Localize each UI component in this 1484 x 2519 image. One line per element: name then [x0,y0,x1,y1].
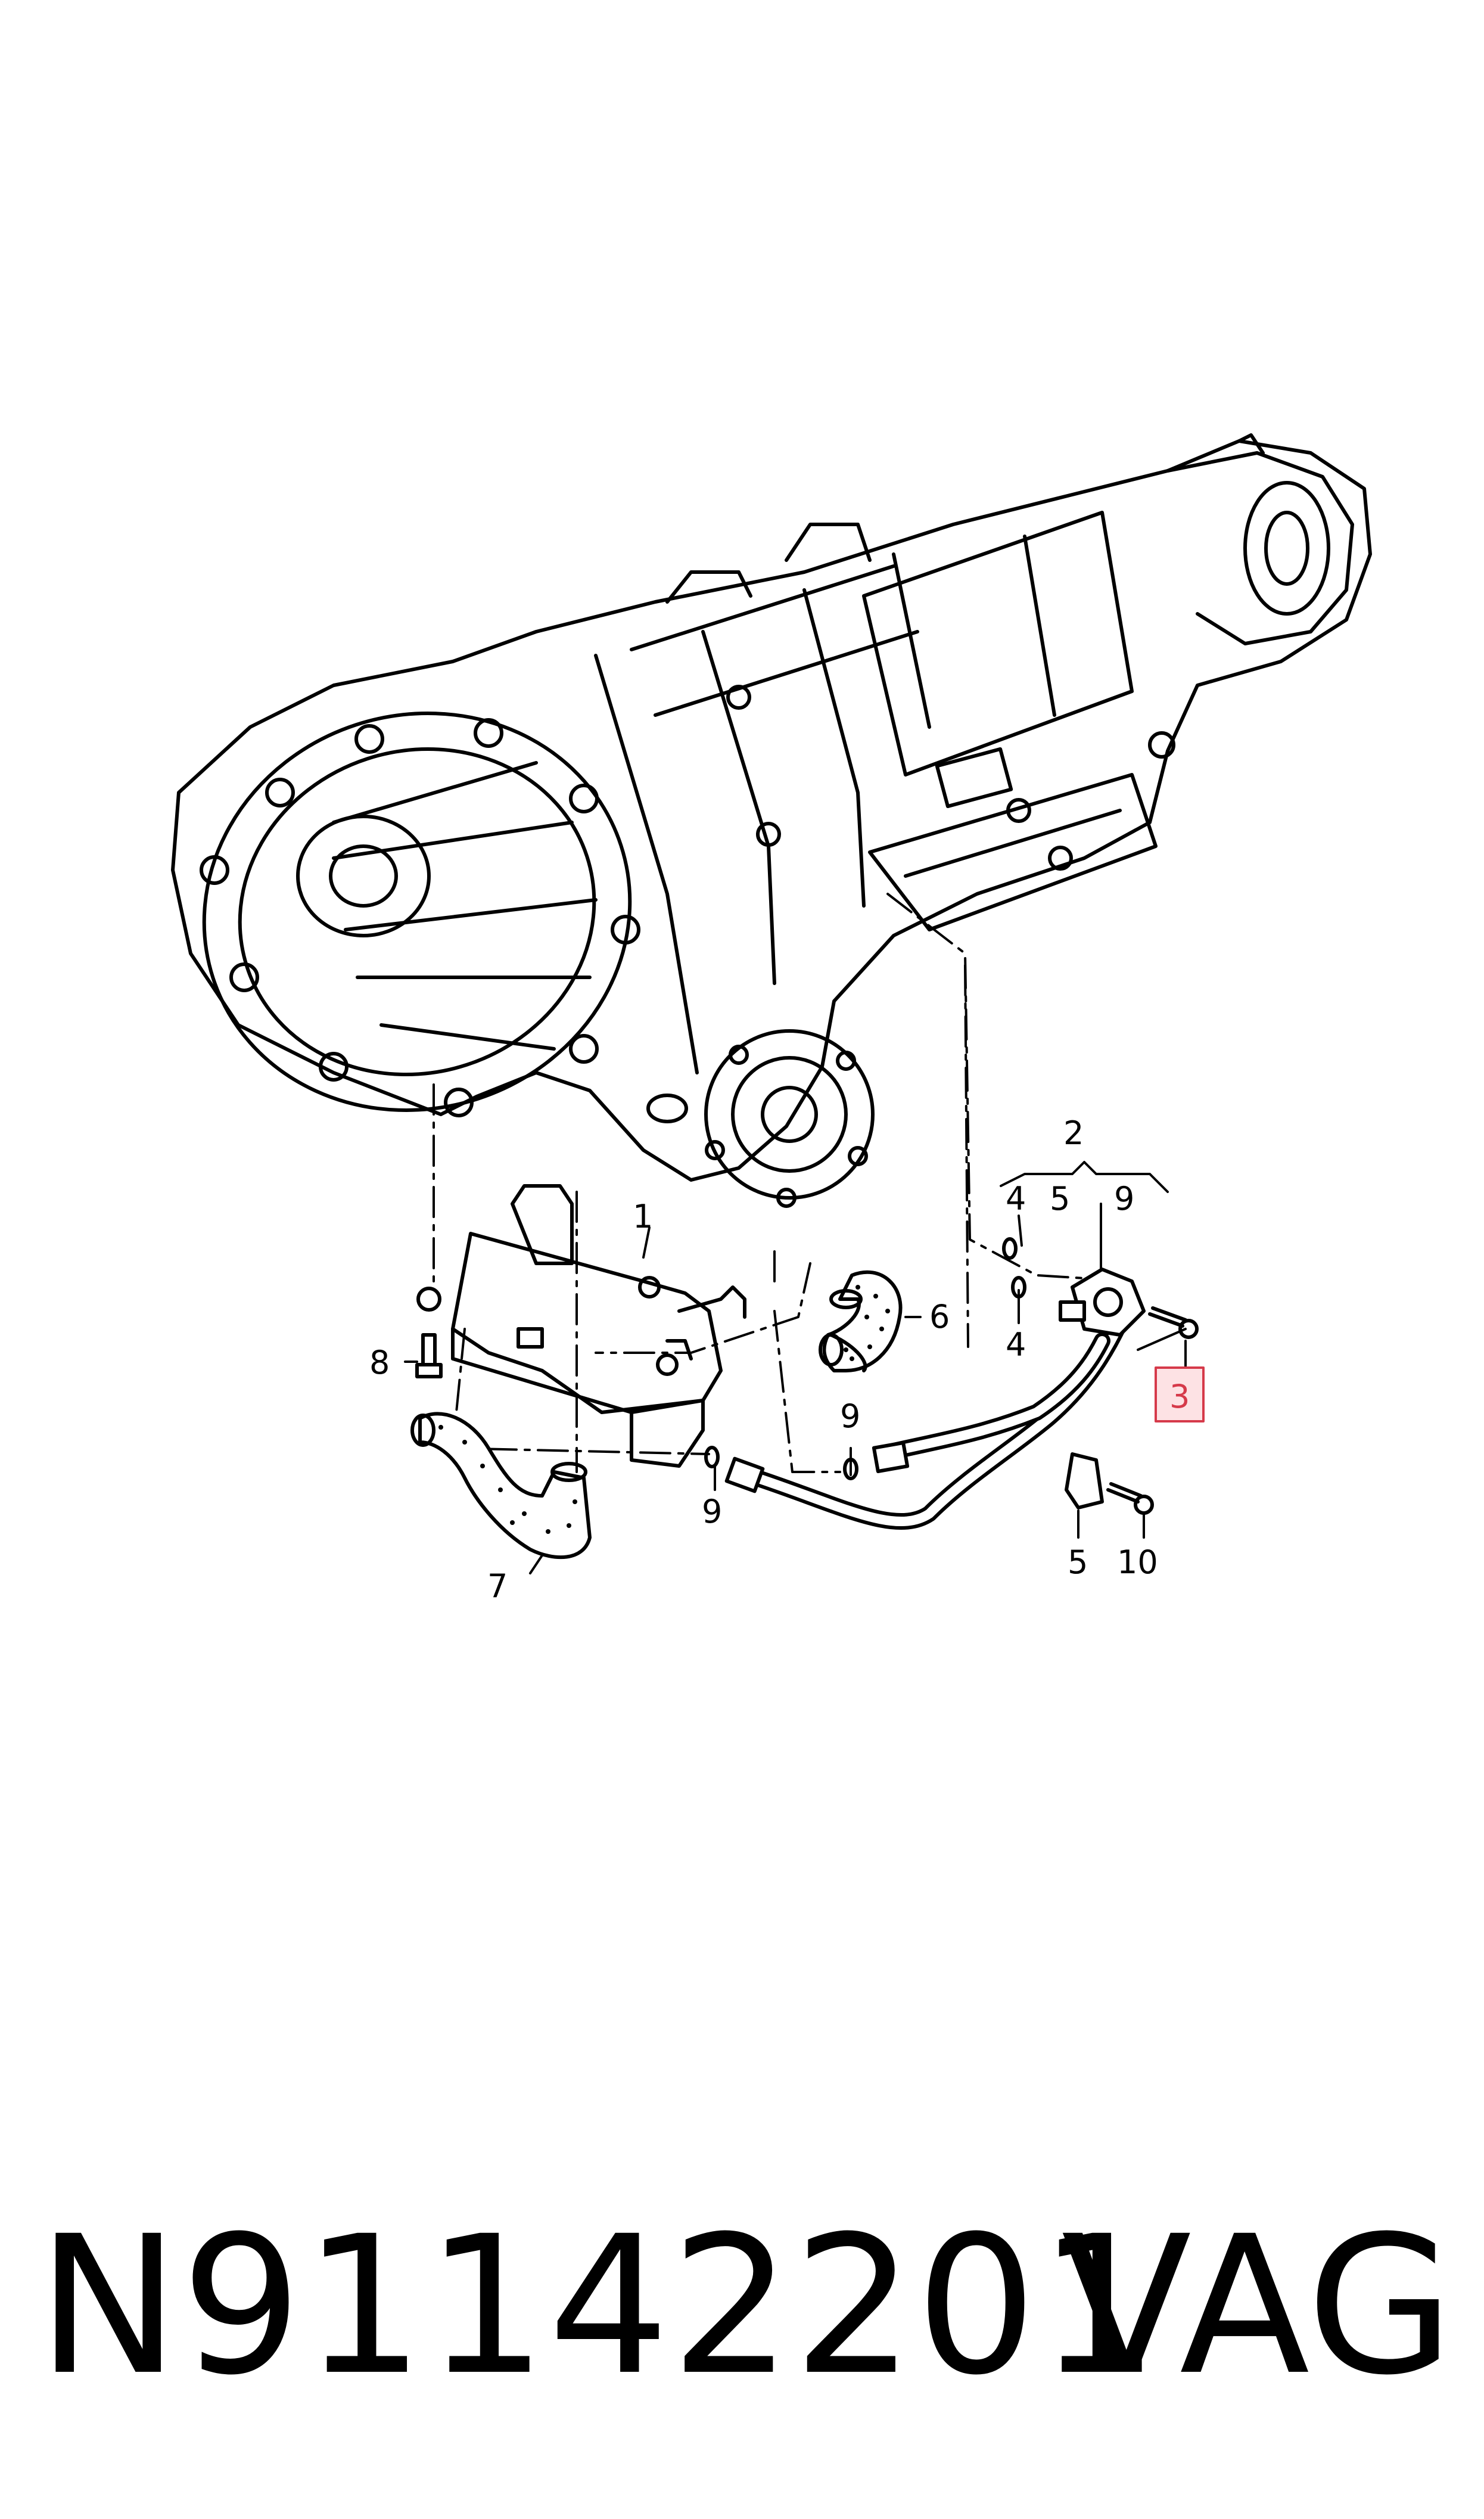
callout-3-highlight: 3 [1155,1366,1205,1422]
callout-4-upper: 4 [1006,1180,1026,1217]
coolant-hose-6 [819,1270,903,1372]
callout-2: 2 [1063,1114,1084,1152]
alignment-lines [433,893,1085,1473]
coolant-hose-7 [410,1412,592,1560]
brand-name: VAG [1061,2195,1454,2417]
bolt-10 [1106,1482,1154,1515]
leader-lines [404,1161,1187,1574]
callout-5-upper: 5 [1050,1180,1070,1217]
transmission-housing [171,433,1372,1208]
callout-3-box [1155,1366,1205,1422]
bolt-3 [1148,1306,1199,1339]
callout-8: 8 [369,1344,390,1381]
callout-labels: 1 2 4 5 9 4 6 8 9 9 7 5 10 [369,1114,1158,1605]
oil-cooler [416,1184,746,1468]
callout-1: 1 [633,1198,653,1235]
callout-4-lower: 4 [1006,1326,1026,1363]
footer: N91142201 VAG [0,2193,1484,2419]
part-number: N91142201 [37,2195,1161,2417]
callout-6: 6 [929,1298,950,1335]
oil-line-assembly [724,1268,1146,1530]
callout-10: 10 [1117,1543,1158,1581]
callout-5-lower: 5 [1068,1543,1088,1581]
callout-7: 7 [487,1567,508,1605]
bolt-8 [415,1333,443,1378]
callout-9-left: 9 [702,1493,722,1530]
callout-3: 3 [1169,1378,1190,1415]
callout-9-upper: 9 [1114,1180,1134,1217]
callout-9-middle: 9 [840,1397,860,1435]
